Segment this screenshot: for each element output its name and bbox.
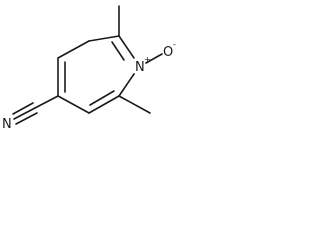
bond-triple-2 xyxy=(12,102,34,115)
bond-c3-c2 xyxy=(57,40,90,59)
bond-n1-c6 xyxy=(118,73,135,97)
bond-c4-cn xyxy=(34,95,59,109)
oxide-oxygen-charge: - xyxy=(173,40,176,49)
bond-triple-1 xyxy=(13,107,36,120)
bond-c2-n1-inner xyxy=(111,41,125,61)
ring-nitrogen-label: N xyxy=(135,60,145,75)
ring-nitrogen-charge: + xyxy=(144,55,151,64)
structure-diagram: N + O - N xyxy=(2,5,176,132)
bond-c5-c4 xyxy=(57,95,90,114)
bond-c2-n1 xyxy=(118,35,135,59)
bond-triple-3 xyxy=(15,112,38,125)
nitrile-nitrogen-label: N xyxy=(2,117,12,132)
bond-c2-c2b xyxy=(88,35,120,42)
bond-methyl-lower-right xyxy=(118,95,151,114)
bond-c6-c5-inner xyxy=(89,90,115,106)
bond-n-o xyxy=(145,53,163,64)
pyridine-ring xyxy=(57,35,135,114)
bond-c6-c5 xyxy=(88,95,120,114)
oxide-oxygen-label: O xyxy=(163,45,173,60)
